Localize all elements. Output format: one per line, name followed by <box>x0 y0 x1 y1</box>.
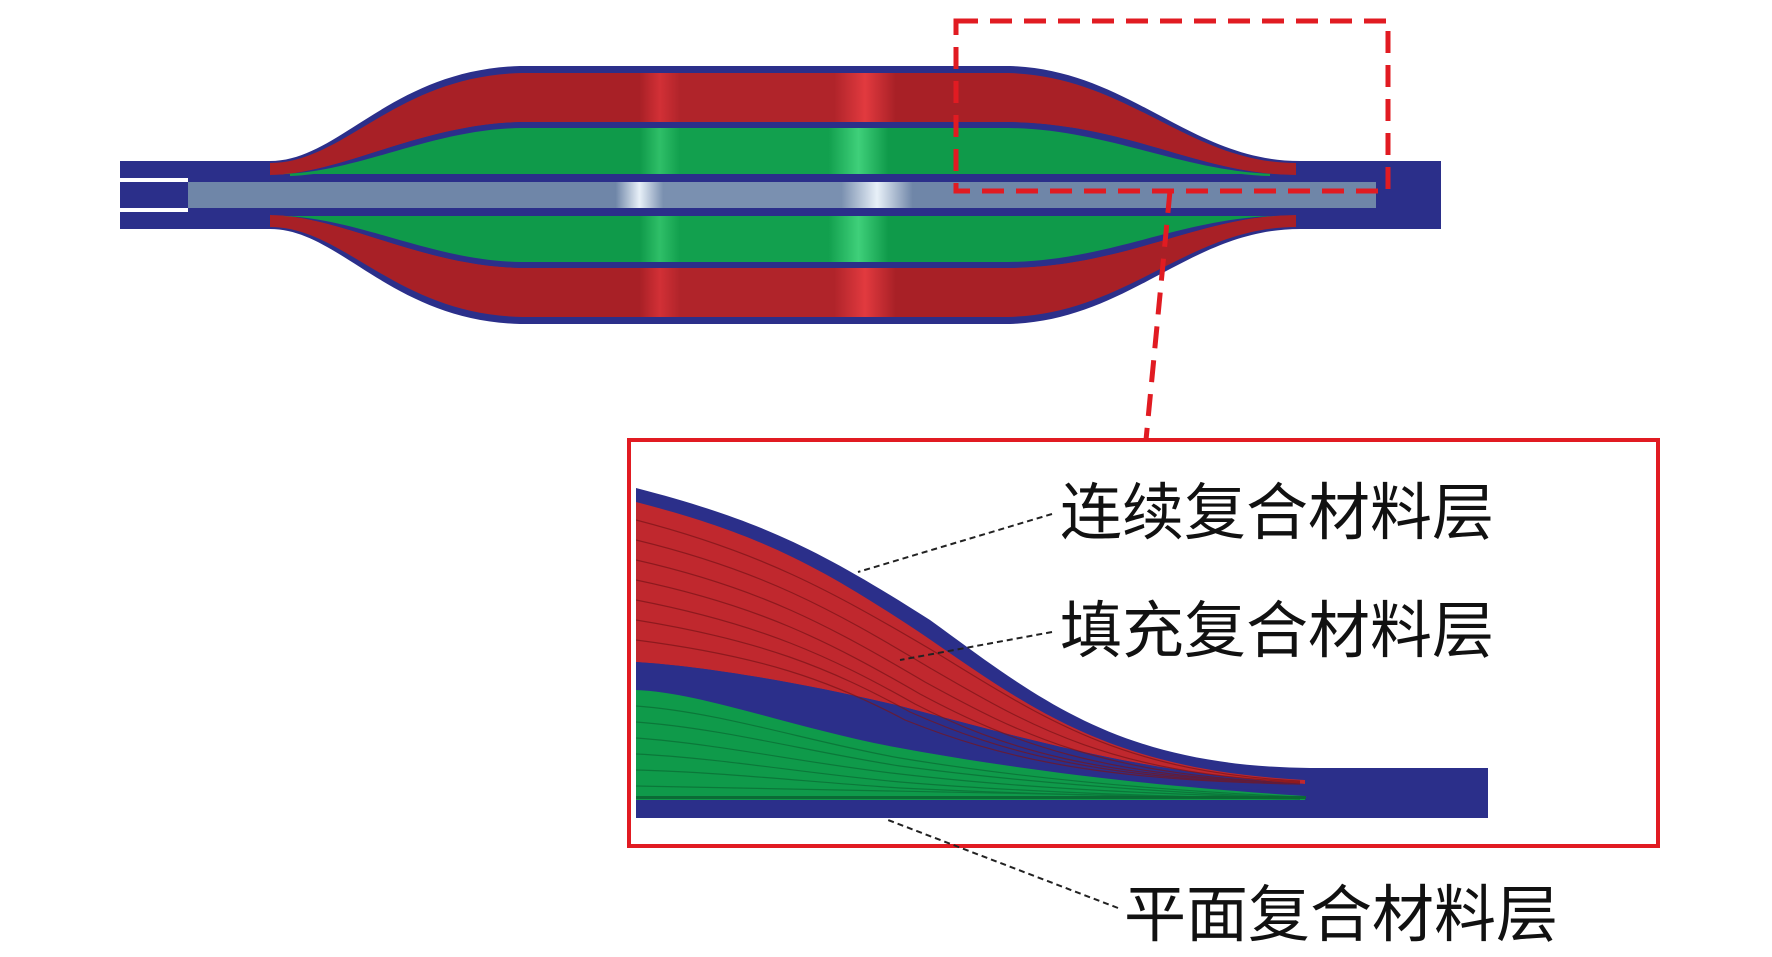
leader-filler <box>899 631 1053 661</box>
label-filler-layer: 填充复合材料层 <box>1060 594 1494 667</box>
zoom-planar-layer <box>636 800 1488 818</box>
zoom-red-region <box>636 502 1305 784</box>
zoom-inner-separator <box>636 662 1305 792</box>
bottom-half <box>120 209 1441 324</box>
top-green-fill <box>282 128 1276 174</box>
leader-planar <box>887 819 1119 909</box>
core-strip-inner <box>188 182 1376 208</box>
zoom-green-region <box>636 690 1305 800</box>
top-red-layer <box>270 73 1296 175</box>
bottom-green-fill <box>282 216 1276 262</box>
label-continuous-layer: 连续复合材料层 <box>1060 476 1494 549</box>
zoom-connector <box>1143 190 1173 441</box>
zoom-detail <box>627 438 1660 909</box>
zoom-content <box>636 488 1488 818</box>
left-gap-top <box>120 178 188 182</box>
main-cross-section <box>120 66 1441 324</box>
green-fiber-lines <box>636 705 1301 800</box>
bottom-red-layer <box>270 215 1296 317</box>
red-fiber-lines <box>636 519 1301 785</box>
label-planar-layer: 平面复合材料层 <box>1124 878 1558 951</box>
leader-continuous <box>857 513 1053 573</box>
selection-box <box>953 18 1391 194</box>
zoom-planar-highlight <box>636 796 1306 799</box>
left-gap-bottom <box>120 208 188 212</box>
